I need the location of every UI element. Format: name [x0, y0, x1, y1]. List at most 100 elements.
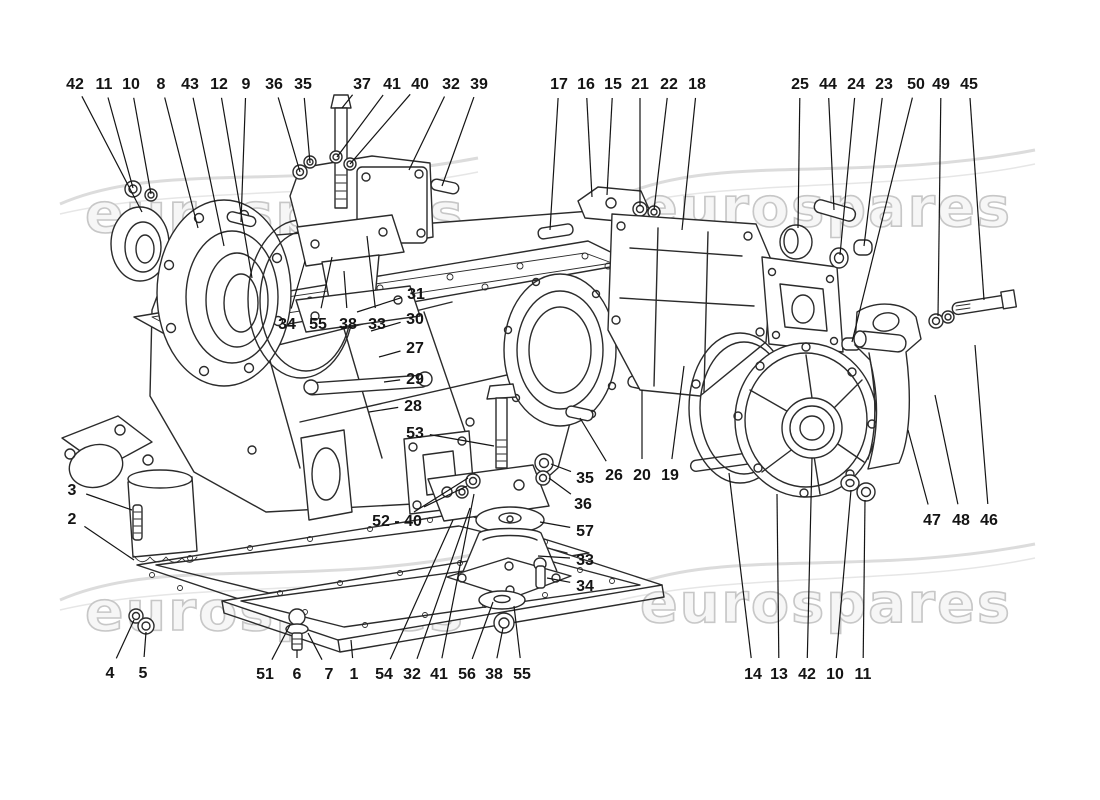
part-label-14[interactable]: 14: [728, 472, 762, 683]
gear-carrier-frame: [607, 199, 873, 397]
svg-text:12: 12: [210, 76, 228, 93]
svg-text:39: 39: [470, 76, 488, 93]
part-label-21[interactable]: 21: [631, 76, 649, 206]
part-label-36[interactable]: 36: [265, 76, 301, 173]
part-label-8[interactable]: 8: [157, 76, 199, 229]
part-label-41[interactable]: 41: [336, 76, 401, 158]
part-label-9[interactable]: 9: [240, 76, 251, 223]
part-label-26[interactable]: 26: [579, 417, 623, 484]
part-label-33-2[interactable]: 33: [537, 552, 594, 569]
svg-text:41: 41: [383, 76, 401, 93]
part-label-40[interactable]: 40: [349, 76, 429, 165]
part-label-38[interactable]: 38: [339, 270, 357, 333]
part-label-43[interactable]: 43: [181, 76, 225, 247]
svg-text:45: 45: [960, 76, 978, 93]
part-label-56[interactable]: 56: [458, 601, 494, 683]
part-label-52-40[interactable]: 52 - 40: [372, 485, 468, 530]
part-label-28[interactable]: 28: [368, 398, 422, 415]
part-label-49[interactable]: 49: [932, 76, 950, 317]
svg-text:32: 32: [442, 76, 460, 93]
part-label-25[interactable]: 25: [791, 76, 809, 229]
part-label-42[interactable]: 42: [66, 76, 143, 213]
part-label-37[interactable]: 37: [341, 76, 371, 109]
part-label-15[interactable]: 15: [604, 76, 622, 196]
part-label-11[interactable]: 11: [96, 76, 134, 189]
svg-text:49: 49: [932, 76, 950, 93]
part-label-55-2[interactable]: 55: [513, 605, 531, 683]
part-label-44[interactable]: 44: [819, 76, 837, 211]
part-label-48[interactable]: 48: [934, 394, 970, 529]
svg-text:35: 35: [576, 470, 594, 487]
svg-text:40: 40: [411, 76, 429, 93]
part-label-10-2[interactable]: 10: [826, 489, 852, 683]
part-label-27[interactable]: 27: [378, 340, 424, 358]
part-label-47[interactable]: 47: [907, 429, 941, 529]
svg-text:44: 44: [819, 76, 837, 93]
svg-text:10: 10: [122, 76, 140, 93]
part-label-5[interactable]: 5: [139, 631, 148, 682]
part-label-31[interactable]: 31: [356, 286, 425, 313]
part-label-36-2[interactable]: 36: [548, 477, 592, 513]
svg-text:36: 36: [265, 76, 283, 93]
part-label-29[interactable]: 29: [383, 371, 424, 388]
svg-text:33: 33: [368, 316, 386, 333]
part-label-38-2[interactable]: 38: [485, 627, 504, 683]
part-label-17[interactable]: 17: [549, 76, 568, 231]
svg-text:5: 5: [139, 665, 148, 682]
svg-text:52 - 40: 52 - 40: [372, 513, 422, 530]
svg-text:46: 46: [980, 512, 998, 529]
part-label-22[interactable]: 22: [653, 76, 678, 211]
part-label-30[interactable]: 30: [370, 311, 424, 332]
part-label-24[interactable]: 24: [839, 76, 865, 256]
part-label-46[interactable]: 46: [974, 344, 998, 529]
svg-text:42: 42: [66, 76, 84, 93]
part-label-23[interactable]: 23: [863, 76, 893, 247]
svg-text:9: 9: [242, 76, 251, 93]
svg-text:25: 25: [791, 76, 809, 93]
part-label-35-2[interactable]: 35: [550, 463, 594, 487]
part-label-50[interactable]: 50: [851, 76, 925, 343]
part-label-57[interactable]: 57: [539, 521, 594, 540]
part-label-42-2[interactable]: 42: [798, 457, 816, 683]
part-label-45[interactable]: 45: [960, 76, 985, 301]
part-label-41-2[interactable]: 41: [430, 493, 475, 683]
part-label-35[interactable]: 35: [294, 76, 312, 164]
svg-text:13: 13: [770, 666, 788, 683]
svg-text:32: 32: [403, 666, 421, 683]
svg-text:38: 38: [339, 316, 357, 333]
part-label-12[interactable]: 12: [210, 76, 253, 279]
part-label-34[interactable]: 34: [278, 260, 306, 333]
part-label-32-2[interactable]: 32: [403, 507, 471, 683]
svg-text:21: 21: [631, 76, 649, 93]
svg-text:29: 29: [406, 371, 424, 388]
part-label-18[interactable]: 18: [681, 76, 706, 231]
part-label-32[interactable]: 32: [408, 76, 460, 171]
part-label-6[interactable]: 6: [293, 650, 302, 683]
svg-text:3: 3: [68, 482, 77, 499]
svg-text:8: 8: [157, 76, 166, 93]
part-label-20[interactable]: 20: [633, 390, 651, 484]
front-cover-assembly: [110, 180, 355, 387]
part-label-53[interactable]: 53: [406, 425, 495, 447]
part-label-33[interactable]: 33: [366, 235, 386, 333]
part-label-54[interactable]: 54: [375, 519, 454, 683]
part-label-11-2[interactable]: 11: [855, 499, 872, 683]
part-label-39[interactable]: 39: [441, 76, 488, 187]
watermark-text: eurospares: [640, 572, 1012, 635]
part-label-7[interactable]: 7: [307, 632, 334, 683]
part-label-55[interactable]: 55: [309, 256, 333, 333]
part-label-19[interactable]: 19: [661, 365, 685, 484]
part-label-13[interactable]: 13: [770, 493, 788, 683]
part-label-3[interactable]: 3: [68, 482, 133, 511]
svg-text:7: 7: [325, 666, 334, 683]
part-label-1[interactable]: 1: [350, 639, 359, 683]
svg-text:34: 34: [278, 316, 296, 333]
part-label-34-2[interactable]: 34: [546, 577, 594, 595]
part-label-16[interactable]: 16: [577, 76, 595, 198]
part-label-51[interactable]: 51: [256, 624, 291, 683]
part-label-2[interactable]: 2: [68, 511, 135, 561]
part-label-10[interactable]: 10: [122, 76, 152, 195]
svg-text:28: 28: [404, 398, 422, 415]
part-label-4[interactable]: 4: [106, 619, 135, 682]
svg-text:30: 30: [406, 311, 424, 328]
